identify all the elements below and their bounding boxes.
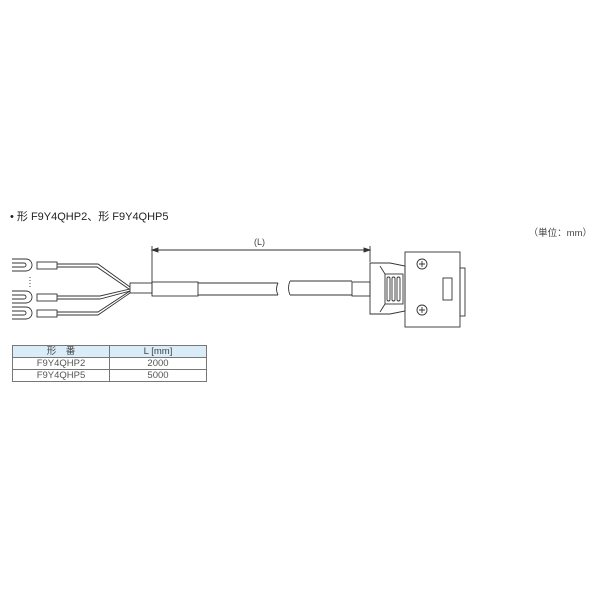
spade-terminal [12,288,131,304]
screw-icon [416,258,428,270]
cell-model: F9Y4QHP2 [12,357,110,370]
cell-length: 5000 [109,369,207,382]
cell-model: F9Y4QHP5 [12,369,110,382]
screw-icon [416,304,428,316]
cell-length: 2000 [109,357,207,370]
table-header-row: 形 番 L [mm] [12,345,207,358]
table-row: F9Y4QHP5 5000 [12,369,207,382]
drawing-title: • 形 F9Y4QHP2、形 F9Y4QHP5 [10,211,169,223]
header-model: 形 番 [12,345,110,358]
cable [129,280,371,297]
length-dimension-label: (L) [254,237,265,247]
spade-terminals [12,258,131,320]
units-note: （単位：mm） [528,228,592,239]
spade-terminal [12,290,131,320]
header-length: L [mm] [109,345,207,358]
d-sub-connector [369,251,466,328]
spade-terminal [12,258,131,290]
model-length-table: 形 番 L [mm] F9Y4QHP2 2000 F9Y4QHP5 5000 [12,345,207,382]
table-row: F9Y4QHP2 2000 [12,357,207,370]
length-dimension [150,246,372,282]
